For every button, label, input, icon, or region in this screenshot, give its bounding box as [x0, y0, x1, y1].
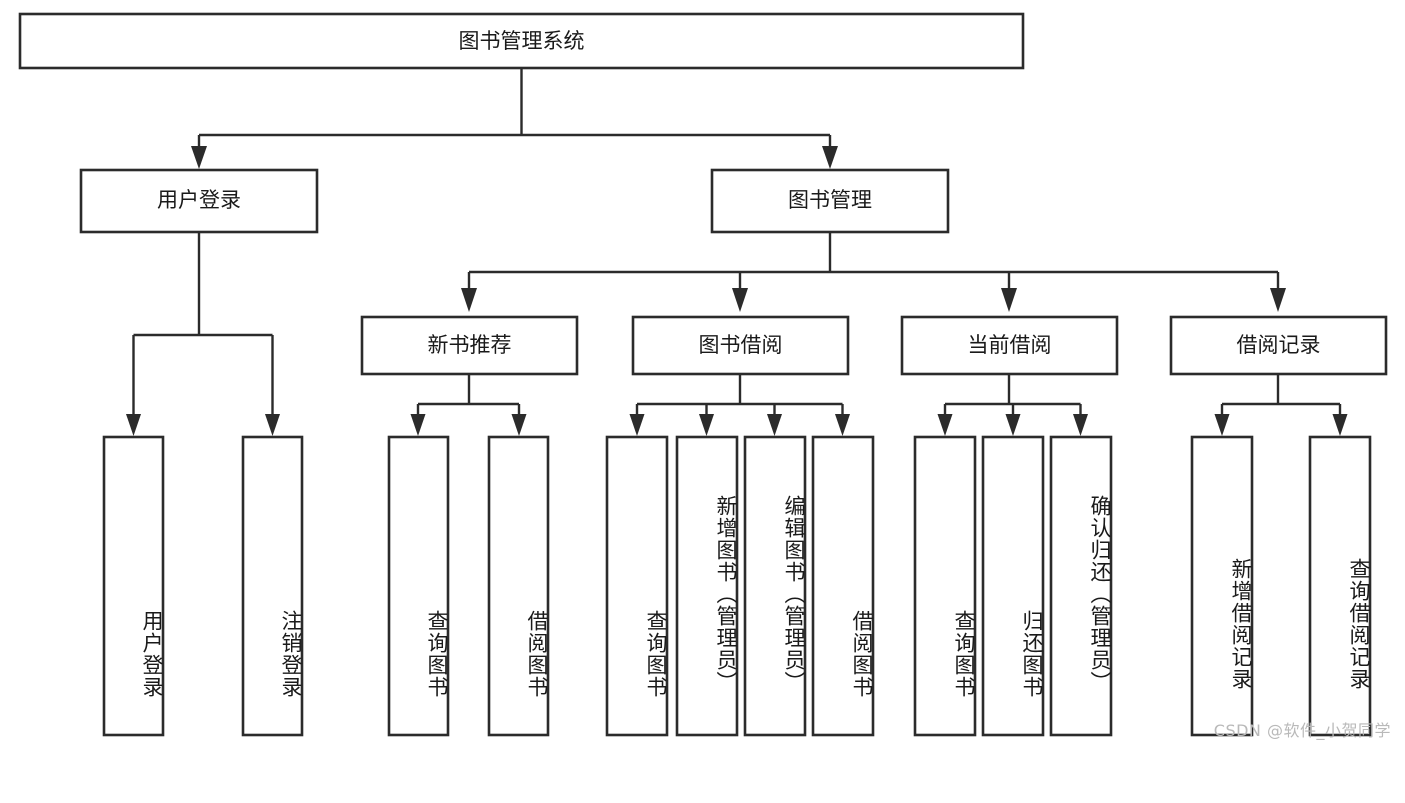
node-leaf-add-book-box[interactable]	[675, 435, 739, 737]
node-new-book-recommend-box[interactable]	[360, 315, 579, 376]
node-root-label: 图书管理系统	[459, 29, 585, 53]
node-leaf-add-record-box[interactable]	[1190, 435, 1254, 737]
connector-bookmgmt-to-level3	[461, 232, 1286, 312]
node-book-management-label: 图书管理	[788, 188, 872, 212]
node-new-book-recommend-label: 新书推荐	[428, 333, 512, 357]
connector-borrowrecord-to-leaves	[1214, 374, 1348, 436]
arrow-head-icon	[511, 414, 527, 436]
arrow-head-icon	[461, 288, 477, 312]
arrow-head-icon	[822, 146, 838, 169]
node-leaf-return-book-box[interactable]	[981, 435, 1045, 737]
node-leaf-logout-box[interactable]	[241, 435, 304, 737]
node-current-borrow-box[interactable]	[900, 315, 1119, 376]
node-leaf-confirm-return-box[interactable]	[1049, 435, 1113, 737]
arrow-head-icon	[1005, 414, 1021, 436]
node-leaf-query-book-cb-box[interactable]	[913, 435, 977, 737]
diagram-canvas: 图书管理系统 用户登录 图书管理 新书推荐 图书借阅 当前借阅 借阅记录	[18, 12, 1391, 740]
arrow-head-icon	[767, 414, 782, 436]
arrow-head-icon	[1001, 288, 1017, 312]
arrow-head-icon	[629, 414, 645, 436]
node-user-login[interactable]: 用户登录	[79, 168, 319, 234]
node-leaf-borrow-book-bb-box[interactable]	[811, 435, 875, 737]
node-root-box[interactable]	[18, 12, 1025, 70]
node-book-borrow-box[interactable]	[631, 315, 850, 376]
node-leaf-borrow-book-nb-box[interactable]	[487, 435, 550, 737]
node-borrow-record[interactable]: 借阅记录	[1169, 315, 1388, 376]
arrow-head-icon	[126, 414, 141, 436]
node-user-login-box[interactable]	[79, 168, 319, 234]
node-borrow-record-box[interactable]	[1169, 315, 1388, 376]
node-leaf-user-login-box[interactable]	[102, 435, 165, 737]
node-current-borrow-label: 当前借阅	[968, 333, 1052, 357]
node-root[interactable]: 图书管理系统	[18, 12, 1025, 70]
node-book-borrow[interactable]: 图书借阅	[631, 315, 850, 376]
arrow-head-icon	[699, 414, 714, 436]
arrow-head-icon	[191, 146, 207, 169]
node-current-borrow[interactable]: 当前借阅	[900, 315, 1119, 376]
arrow-head-icon	[410, 414, 426, 436]
arrow-head-icon	[1073, 414, 1088, 436]
arrow-head-icon	[835, 414, 850, 436]
node-user-login-label: 用户登录	[157, 188, 241, 212]
node-leaf-query-book-nb-box[interactable]	[387, 435, 450, 737]
connector-currentborrow-to-leaves	[937, 374, 1088, 436]
node-leaf-query-book-bb-box[interactable]	[605, 435, 669, 737]
connector-root-to-level2	[191, 68, 838, 169]
arrow-head-icon	[1270, 288, 1286, 312]
node-book-management-box[interactable]	[710, 168, 950, 234]
connector-userlogin-to-leaves	[126, 232, 280, 436]
node-book-management[interactable]: 图书管理	[710, 168, 950, 234]
arrow-head-icon	[265, 414, 280, 436]
node-leaf-edit-book-box[interactable]	[743, 435, 807, 737]
watermark: CSDN @软件_小贺同学	[1213, 721, 1391, 740]
arrow-head-icon	[732, 288, 748, 312]
arrow-head-icon	[937, 414, 953, 436]
node-book-borrow-label: 图书借阅	[699, 333, 783, 357]
hierarchy-diagram-svg: 图书管理系统 用户登录 图书管理 新书推荐 图书借阅 当前借阅 借阅记录	[18, 12, 1388, 737]
connector-newbook-to-leaves	[410, 374, 527, 436]
node-new-book-recommend[interactable]: 新书推荐	[360, 315, 579, 376]
node-leaf-query-record-box[interactable]	[1308, 435, 1372, 737]
connector-bookborrow-to-leaves	[629, 374, 850, 436]
arrow-head-icon	[1214, 414, 1230, 436]
node-borrow-record-label: 借阅记录	[1237, 333, 1321, 357]
arrow-head-icon	[1332, 414, 1348, 436]
